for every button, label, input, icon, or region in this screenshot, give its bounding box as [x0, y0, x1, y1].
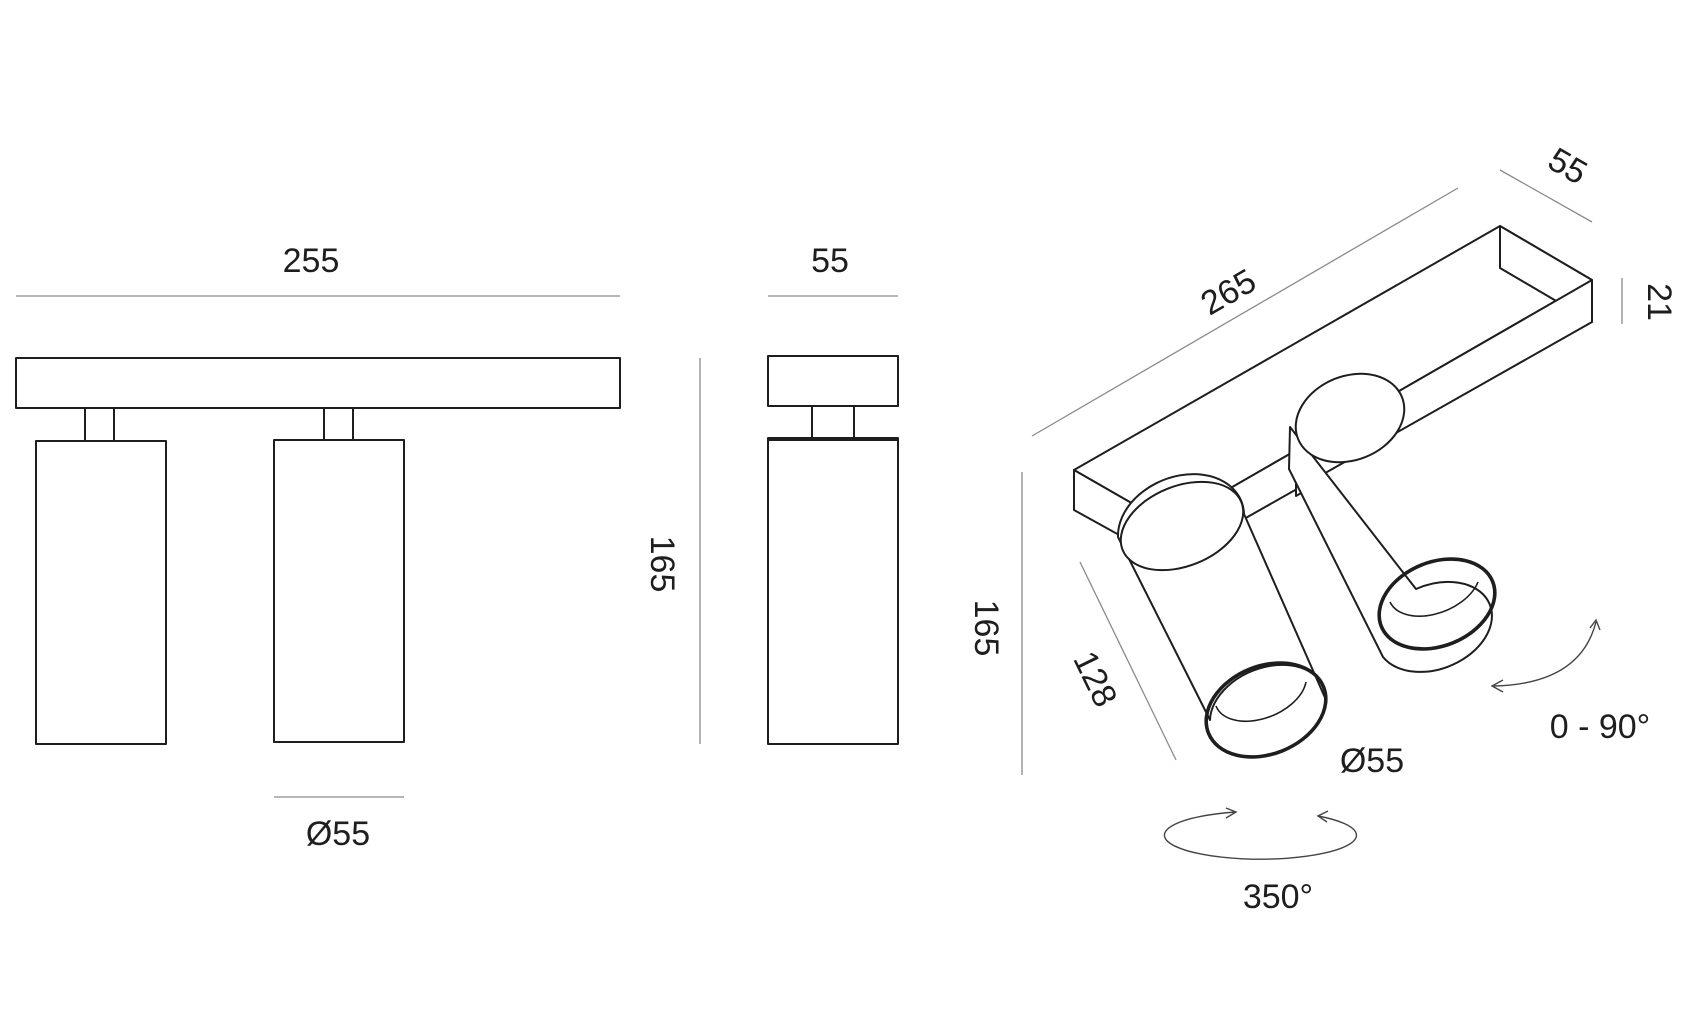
- side-connector: [811, 405, 855, 439]
- front-left-spot-body: [35, 440, 167, 745]
- iso-spot-length-label: 128: [1065, 645, 1124, 713]
- front-diameter-label: Ø55: [306, 815, 370, 853]
- front-right-spot-body: [273, 439, 405, 743]
- iso-front-spot-lens-ring: [1204, 661, 1328, 759]
- iso-rear-spot: [1288, 372, 1497, 673]
- side-view: 55 165: [643, 242, 899, 745]
- iso-tilt-indicator: 0 - 90°: [1490, 618, 1651, 746]
- tilt-arrow-head-right: [1589, 618, 1601, 631]
- iso-rear-spot-inner-reflector: [1389, 581, 1479, 617]
- iso-length-dimension-line: [1031, 187, 1459, 437]
- iso-depth-label: 55: [1542, 141, 1594, 193]
- tilt-arc: [1493, 621, 1597, 687]
- front-mount-bar: [15, 357, 621, 409]
- side-spot-body: [767, 437, 899, 745]
- iso-front-spot: [1116, 473, 1328, 759]
- iso-rotation-indicator: 350°: [1163, 807, 1358, 916]
- side-height-label: 165: [643, 536, 681, 593]
- isometric-view: 265 55 21 165 128: [967, 141, 1678, 916]
- iso-thickness-label: 21: [1640, 283, 1678, 321]
- iso-rear-spot-top: [1294, 372, 1406, 464]
- rotation-label: 350°: [1243, 878, 1313, 916]
- iso-rear-spot-body: [1288, 426, 1493, 673]
- tilt-arrow-head-left: [1490, 679, 1504, 693]
- front-view: 255 Ø55: [15, 242, 621, 853]
- iso-diameter-label: Ø55: [1340, 742, 1404, 780]
- iso-depth-dimension-line: [1499, 169, 1593, 223]
- iso-rear-spot-lens-ring: [1377, 557, 1497, 651]
- rotation-arrow-head-right: [1316, 810, 1329, 823]
- iso-height-label: 165: [967, 600, 1005, 657]
- rotation-ellipse-path: [1163, 811, 1358, 860]
- tilt-range-label: 0 - 90°: [1550, 708, 1651, 746]
- iso-spot-length-dimension-line: [1079, 561, 1177, 761]
- iso-front-spot-inner-reflector: [1215, 681, 1307, 723]
- iso-front-spot-top: [1119, 480, 1245, 572]
- front-left-connector: [84, 407, 115, 442]
- side-width-label: 55: [811, 242, 849, 280]
- front-width-label: 255: [283, 242, 340, 280]
- iso-length-label: 265: [1194, 262, 1262, 323]
- rotation-arrow-head-left: [1225, 807, 1238, 819]
- front-right-connector: [323, 407, 354, 441]
- side-mount-block: [767, 355, 899, 407]
